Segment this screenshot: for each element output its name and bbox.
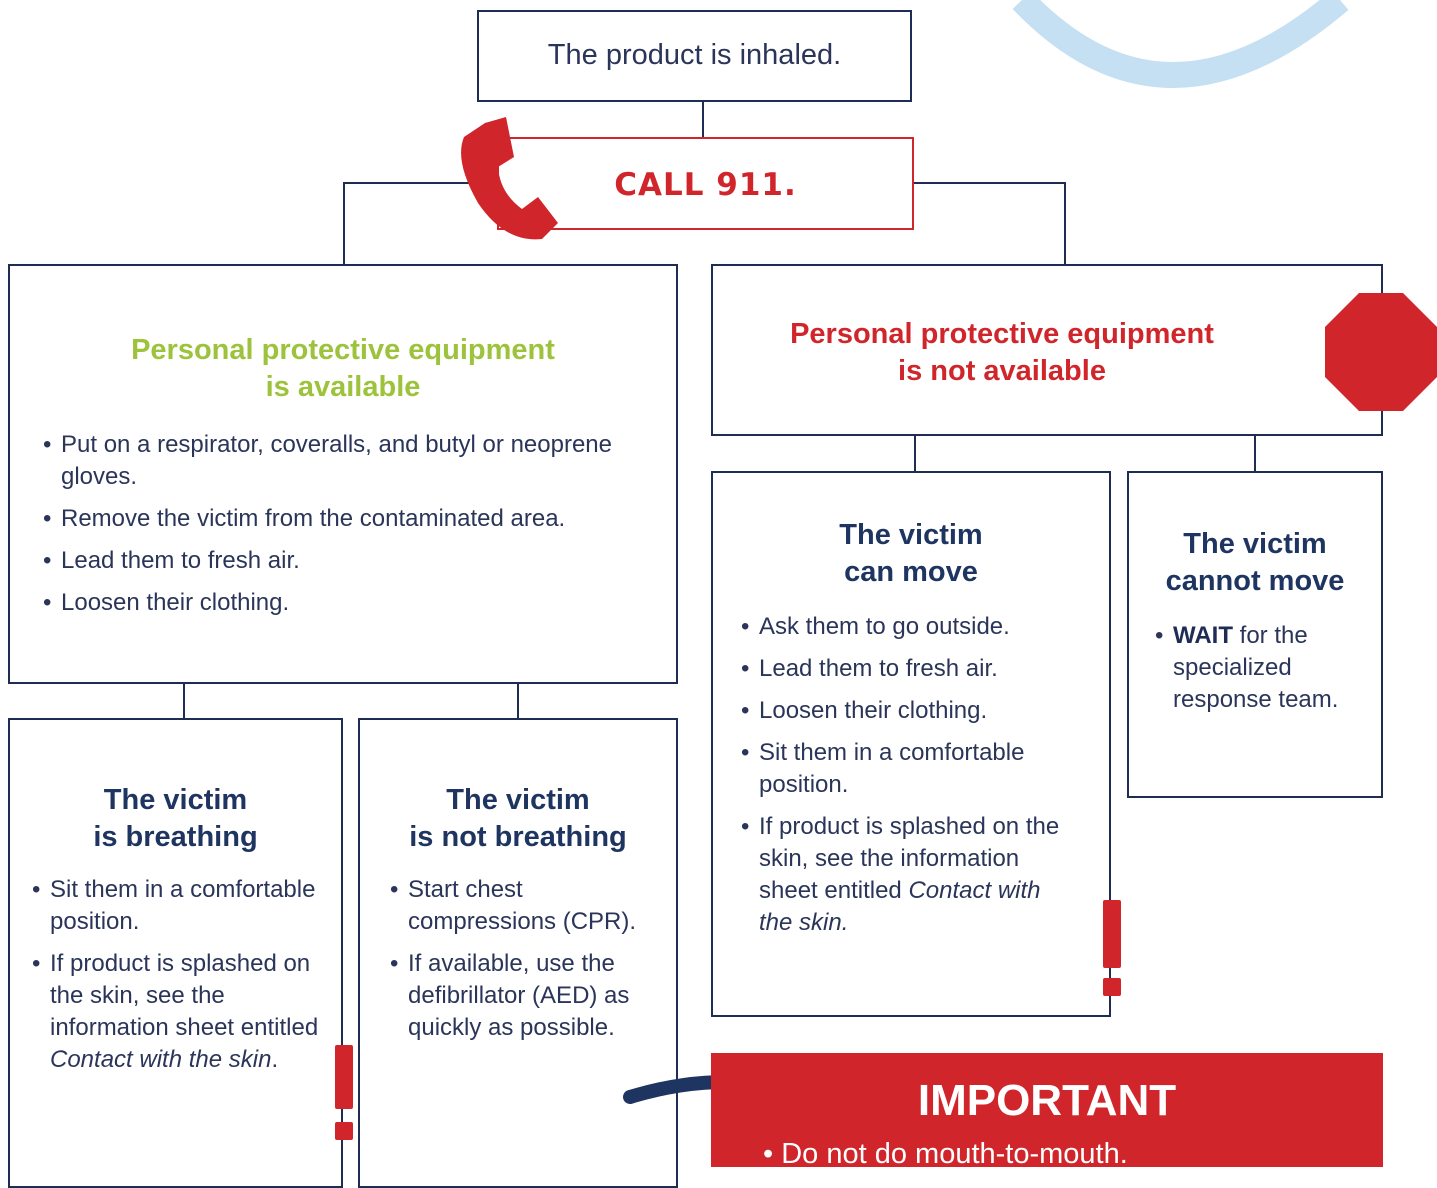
breathing-list: Sit them in a comfortable position. If p…: [32, 874, 322, 1086]
inhaled-box: The product is inhaled.: [477, 10, 912, 102]
important-item: • Do not do mouth-to-mouth.: [763, 1137, 1128, 1167]
exclamation-icon: [335, 1045, 353, 1140]
list-item: Loosen their clothing.: [43, 587, 653, 619]
call-911-box: CALL 911.: [497, 137, 914, 230]
list-item: Start chest compressions (CPR).: [390, 874, 650, 938]
item-emphasis: Contact with the skin: [50, 1046, 272, 1073]
title-line: The victim: [103, 784, 248, 816]
connector: [1254, 435, 1256, 472]
item-text: If product is splashed on the skin, see …: [50, 950, 319, 1041]
circle-decoration: [1012, 0, 1349, 88]
cannot-move-list: WAIT for the specialized response team.: [1155, 620, 1355, 726]
not-breathing-box: The victim is not breathing Start chest …: [358, 718, 678, 1188]
list-item: If product is splashed on the skin, see …: [32, 948, 322, 1076]
title-line: The victim: [1183, 528, 1327, 560]
title-line: Personal protective equipment: [131, 334, 555, 366]
connector: [702, 100, 704, 140]
list-item: If product is splashed on the skin, see …: [741, 811, 1061, 939]
breathing-box: The victim is breathing Sit them in a co…: [8, 718, 343, 1188]
can-move-title: The victim can move: [713, 517, 1109, 591]
cannot-move-title: The victim cannot move: [1129, 526, 1381, 600]
not-breathing-title: The victim is not breathing: [360, 782, 676, 856]
title-line: is not breathing: [409, 821, 627, 853]
ppe-available-title: Personal protective equipment is availab…: [10, 332, 676, 406]
list-item: WAIT for the specialized response team.: [1155, 620, 1355, 716]
exclamation-icon: [1103, 900, 1121, 997]
item-text: If product is splashed on the skin, see …: [759, 813, 1060, 904]
breathing-title: The victim is breathing: [10, 782, 341, 856]
title-line: can move: [844, 556, 978, 588]
title-line: The victim: [839, 519, 983, 551]
ppe-available-box: Personal protective equipment is availab…: [8, 264, 678, 684]
title-line: cannot move: [1165, 565, 1345, 597]
list-item: Sit them in a comfortable position.: [741, 737, 1061, 801]
title-line: The victim: [446, 784, 590, 816]
important-box: IMPORTANT • Do not do mouth-to-mouth.: [711, 1053, 1383, 1167]
list-item: Sit them in a comfortable position.: [32, 874, 322, 938]
item-text: for the specialized response team.: [1173, 622, 1339, 713]
call-911-text: CALL 911.: [614, 167, 797, 203]
ppe-not-available-title: Personal protective equipment is not ava…: [713, 316, 1291, 390]
title-line: Personal protective equipment: [790, 318, 1214, 350]
phone-icon: [461, 117, 558, 240]
list-item: Remove the victim from the contaminated …: [43, 503, 653, 535]
item-emphasis: Contact with the skin.: [759, 877, 1041, 936]
connector: [343, 182, 503, 184]
connector: [1064, 182, 1066, 266]
connector: [343, 182, 345, 266]
not-breathing-list: Start chest compressions (CPR). If avail…: [390, 874, 650, 1054]
item-text: .: [271, 1046, 279, 1073]
item-text: Do not do mouth-to-mouth.: [781, 1138, 1128, 1167]
important-title: IMPORTANT: [917, 1076, 1177, 1125]
can-move-list: Ask them to go outside. Lead them to fre…: [741, 611, 1061, 949]
item-strong: WAIT: [1173, 622, 1233, 649]
cannot-move-box: The victim cannot move WAIT for the spec…: [1127, 471, 1383, 798]
title-line: is not available: [898, 355, 1106, 387]
stop-sign-icon: [1325, 293, 1437, 411]
list-item: Lead them to fresh air.: [741, 653, 1061, 685]
inhaled-text: The product is inhaled.: [547, 39, 842, 71]
connector: [517, 683, 519, 719]
ppe-available-list: Put on a respirator, coveralls, and buty…: [43, 429, 653, 629]
list-item: Loosen their clothing.: [741, 695, 1061, 727]
title-line: is breathing: [93, 821, 258, 853]
connector: [183, 683, 185, 719]
connector: [912, 182, 1066, 184]
list-item: Ask them to go outside.: [741, 611, 1061, 643]
list-item: Put on a respirator, coveralls, and buty…: [43, 429, 653, 493]
title-line: is available: [265, 371, 421, 403]
list-item: If available, use the defibrillator (AED…: [390, 948, 650, 1044]
ppe-not-available-box: Personal protective equipment is not ava…: [711, 264, 1383, 436]
can-move-box: The victim can move Ask them to go outsi…: [711, 471, 1111, 1017]
connector: [914, 435, 916, 472]
list-item: Lead them to fresh air.: [43, 545, 653, 577]
